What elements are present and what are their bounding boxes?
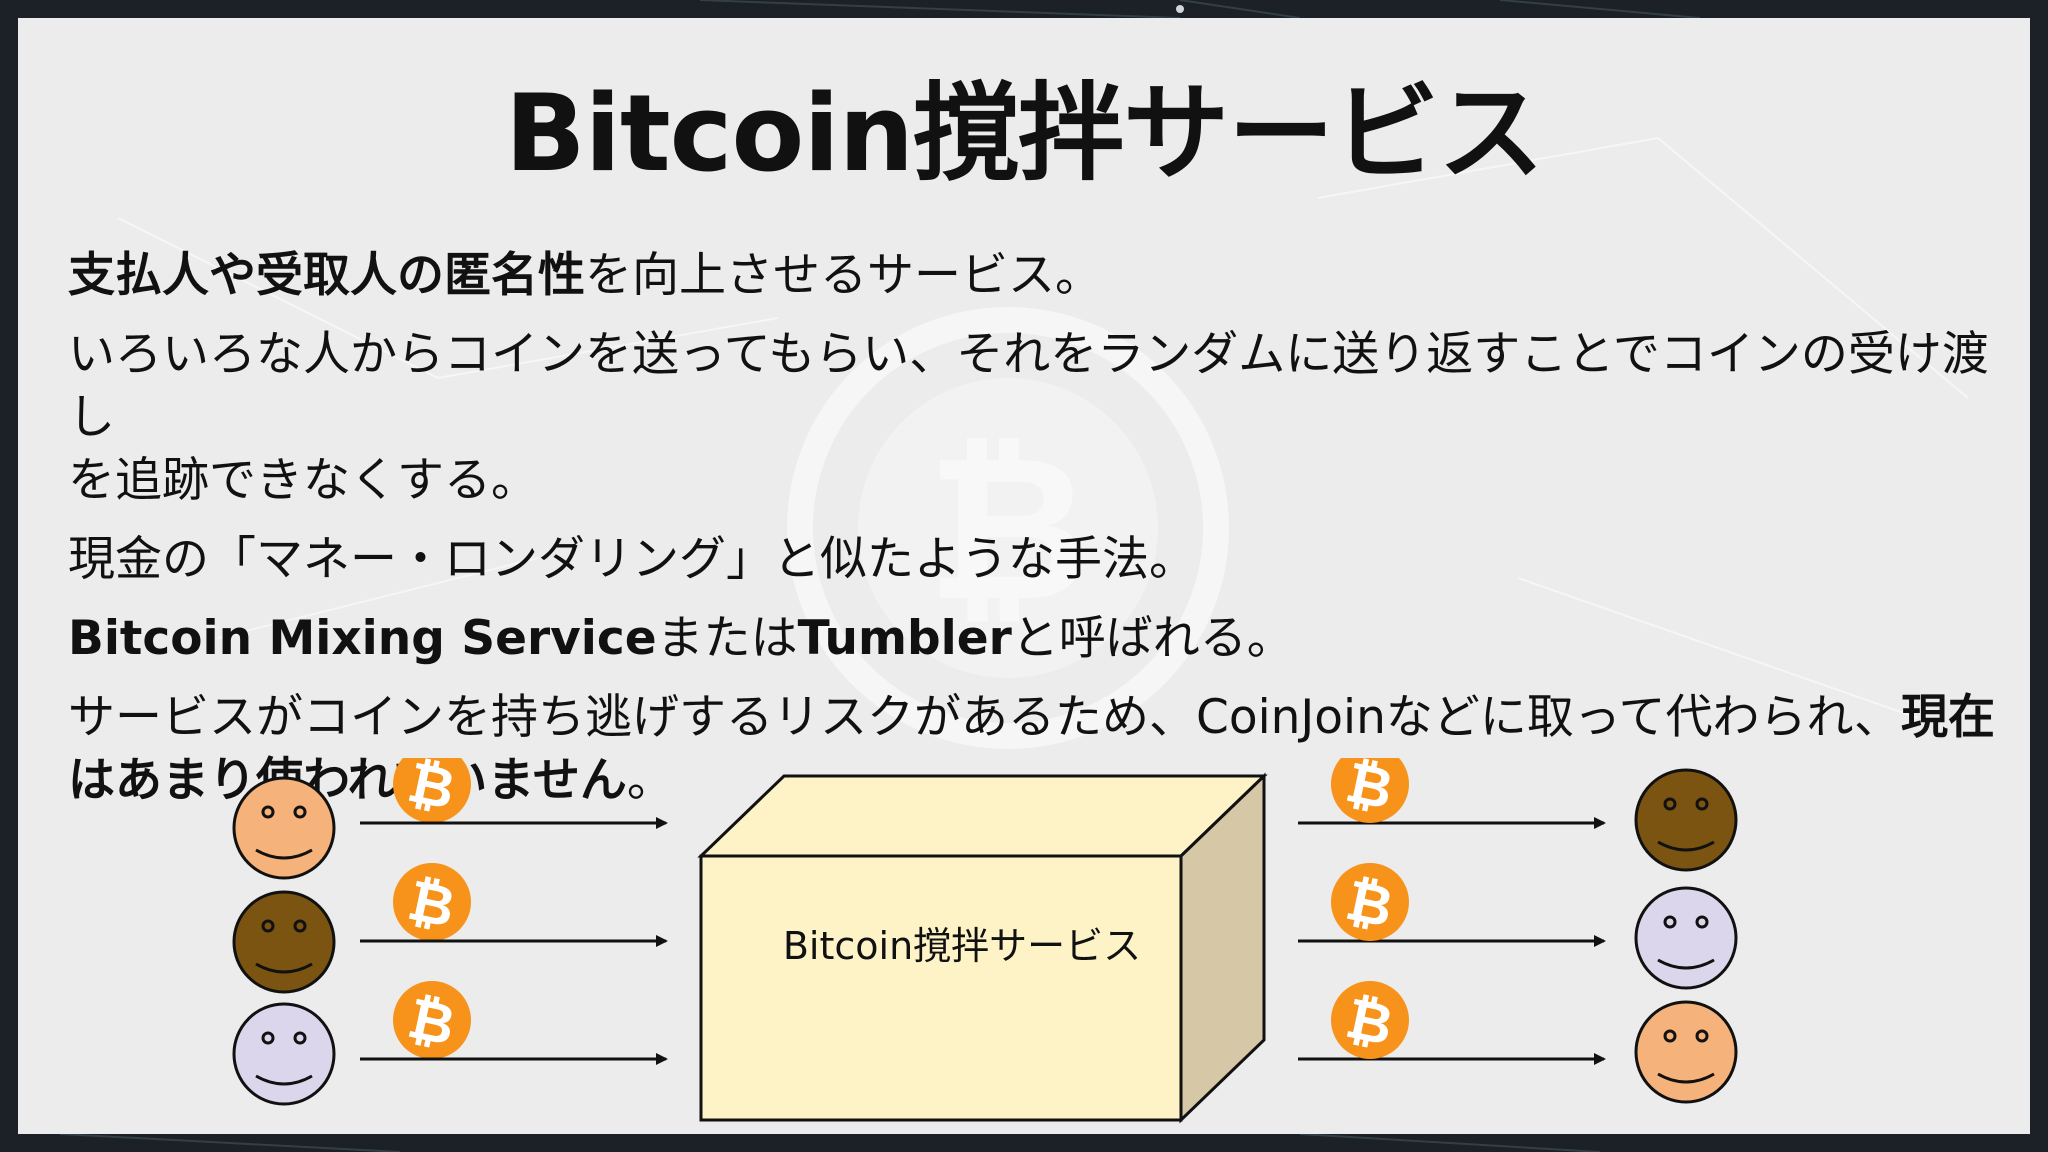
- receiver-face-3: [1634, 1000, 1738, 1104]
- sender-face-1: [232, 776, 336, 880]
- bitcoin-watermark: ₿: [117, 137, 1969, 749]
- paragraph-mechanism-line2: を追跡できなくする。: [68, 453, 538, 508]
- paragraph-anonymity: 支払人や受取人の匿名性を向上させるサービス。: [68, 244, 1998, 307]
- bitcoin-coin-icon: ₿: [393, 981, 471, 1059]
- emphasis-not-used: 現在はあまり使われていません: [68, 690, 1995, 808]
- paragraph-mechanism: いろいろな人からコインを送ってもらい、それをランダムに送り返すことでコインの受け…: [68, 323, 1998, 512]
- receiver-face-2: [1634, 886, 1738, 990]
- slide: ₿ Bitcoin撹拌サービス 支払人や受取人の匿名性を向上させるサービス。 い…: [18, 18, 2030, 1134]
- paragraph-risk-text: サービスがコインを持ち逃げするリスクがあるため、CoinJoinなどに取って代わ…: [68, 690, 1901, 745]
- paragraph-alias-mid: または: [656, 611, 798, 666]
- receiver-face-1: [1634, 768, 1738, 872]
- sender-face-2: [232, 890, 336, 994]
- bitcoin-coin-icon: ₿: [393, 863, 471, 941]
- emphasis-anonymity: 支払人や受取人の匿名性: [68, 248, 585, 303]
- emphasis-tumbler: Tumbler: [797, 611, 1012, 666]
- sender-face-3: [232, 1002, 336, 1106]
- paragraph-mechanism-line1: いろいろな人からコインを送ってもらい、それをランダムに送り返すことでコインの受け…: [68, 327, 1989, 445]
- emphasis-mixing-service: Bitcoin Mixing Service: [68, 611, 657, 666]
- mixing-service-box-label: Bitcoin撹拌サービス: [782, 924, 1142, 968]
- paragraph-alias: Bitcoin Mixing ServiceまたはTumblerと呼ばれる。: [68, 607, 1998, 670]
- paragraph-anonymity-rest: を向上させるサービス。: [585, 248, 1102, 303]
- bitcoin-coin-icon: ₿: [1331, 758, 1409, 823]
- paragraph-money-laundering: 現金の「マネー・ロンダリング」と似たような手法。: [68, 532, 1196, 587]
- paragraph-alias-rest: と呼ばれる。: [1011, 611, 1294, 666]
- body-text: 支払人や受取人の匿名性を向上させるサービス。 いろいろな人からコインを送ってもら…: [68, 244, 1998, 828]
- mixing-service-box: [697, 772, 1268, 1124]
- svg-text:₿: ₿: [927, 413, 1090, 646]
- paragraph-risk-tail: 。: [626, 753, 674, 808]
- bitcoin-coin-icon: ₿: [1331, 863, 1409, 941]
- mixing-diagram: ₿ ₿ ₿ ₿ ₿ ₿: [232, 758, 1738, 1124]
- bitcoin-coin-icon: ₿: [393, 758, 471, 823]
- paragraph-risk: サービスがコインを持ち逃げするリスクがあるため、CoinJoinなどに取って代わ…: [68, 686, 1998, 812]
- bitcoin-coin-icon: ₿: [1331, 981, 1409, 1059]
- slide-title: Bitcoin撹拌サービス: [504, 72, 1544, 195]
